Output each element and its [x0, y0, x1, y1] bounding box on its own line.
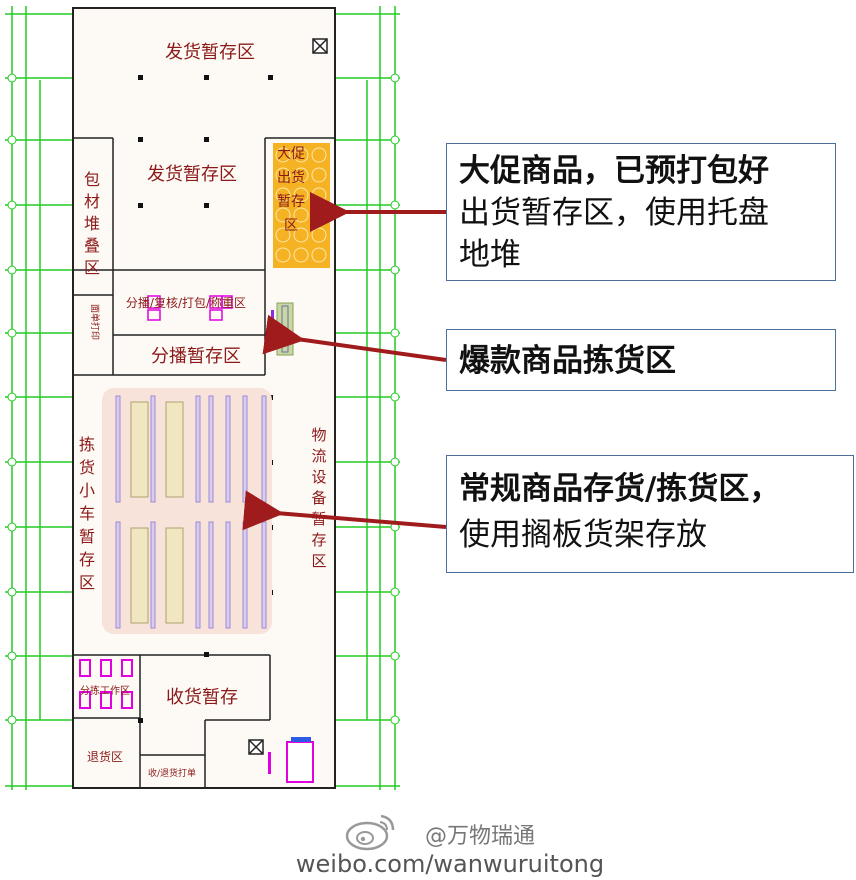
zone-shipping-staging-top: 发货暂存区 — [165, 42, 255, 63]
arrow-hot — [262, 314, 447, 362]
zone-print-area: 面单打印 — [89, 304, 101, 340]
elevator-icon-bottom — [248, 739, 264, 755]
zone-promo-staging-text: 大促出货暂存区 — [277, 146, 305, 234]
watermark-handle: @万物瑞通 — [424, 824, 535, 849]
zone-packaging-stack-text: 包材堆叠区 — [84, 170, 100, 277]
zone-receiving-print: 收/退货打单 — [148, 767, 196, 779]
watermark: @万物瑞通 weibo.com/wanwuruitong — [250, 818, 650, 878]
zone-sorting-review: 分播/复核/打包/称重区 — [126, 296, 246, 310]
zone-logistics-equipment: 物流设备暂存区 — [311, 426, 326, 570]
callout-promo-title: 大促商品，已预打包好 — [459, 153, 769, 189]
zone-picking-cart-text: 拣货小车暂存区 — [79, 435, 95, 592]
sorting-workstation — [79, 659, 133, 709]
arrow-regular — [242, 490, 447, 531]
zone-promo-staging: 大促出货暂存区 — [277, 146, 305, 234]
zone-picking-cart: 拣货小车暂存区 — [79, 435, 95, 592]
zone-sorting-staging: 分播暂存区 — [151, 346, 241, 367]
weibo-logo-icon — [345, 814, 395, 851]
callout-regular-title: 常规商品存货/拣货区， — [459, 471, 781, 507]
elevator-icon — [312, 38, 328, 54]
sorting-stations — [147, 295, 233, 321]
zone-sorting-work: 分拣工作区 — [80, 684, 130, 697]
callout-hot: 爆款商品拣货区 — [446, 329, 836, 391]
grid-markers — [7, 73, 400, 725]
callout-hot-title: 爆款商品拣货区 — [459, 343, 676, 379]
callout-promo: 大促商品，已预打包好 出货暂存区，使用托盘 地堆 — [446, 143, 836, 281]
callout-promo-body-2: 地堆 — [459, 237, 521, 273]
zone-logistics-equipment-text: 物流设备暂存区 — [311, 426, 326, 570]
callout-regular-body: 使用搁板货架存放 — [459, 517, 707, 553]
callout-regular: 常规商品存货/拣货区， 使用搁板货架存放 — [446, 455, 854, 573]
watermark-url: weibo.com/wanwuruitong — [295, 850, 605, 878]
regular-rack-area — [102, 388, 272, 634]
zone-shipping-staging-mid: 发货暂存区 — [147, 164, 237, 185]
zone-receiving-staging: 收货暂存 — [166, 687, 238, 708]
receiving-equipment — [268, 737, 314, 783]
zone-returns: 退货区 — [87, 749, 123, 764]
callout-promo-body-1: 出货暂存区，使用托盘 — [459, 195, 769, 231]
zone-packaging-stack: 包材堆叠区 — [84, 170, 100, 277]
promo-pallet-area — [273, 143, 330, 268]
grid-ticks — [5, 77, 400, 721]
